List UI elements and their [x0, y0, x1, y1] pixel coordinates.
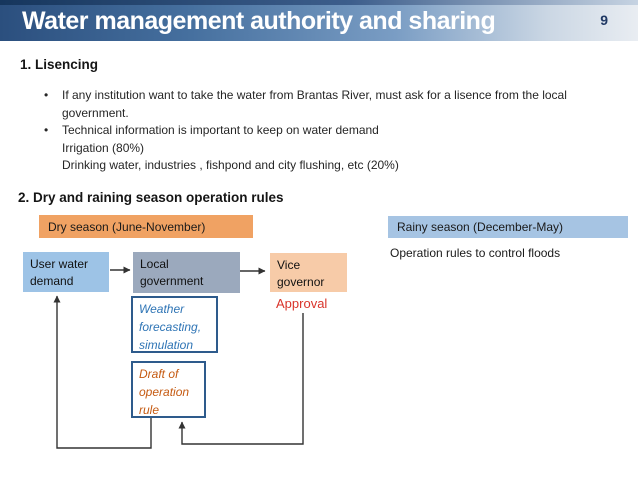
flow-box-user-water-demand: User water demand [23, 252, 109, 292]
bullet-icon: • [44, 88, 49, 102]
page-number: 9 [600, 12, 608, 28]
list-item: • If any institution want to take the wa… [44, 87, 596, 122]
slide-title: Water management authority and sharing [22, 7, 496, 35]
header-top-strip [0, 0, 638, 5]
flow-box-local-government: Local government [133, 252, 240, 293]
approval-label: Approval [276, 296, 328, 311]
flow-box-label: Vice governor [277, 258, 325, 289]
section1-bullet-list: • If any institution want to take the wa… [44, 87, 596, 175]
section2-heading: 2. Dry and raining season operation rule… [18, 190, 284, 205]
bullet-text: Technical information is important to ke… [62, 123, 379, 137]
flow-box-draft-operation-rule: Draft of operation rule [131, 361, 206, 418]
rainy-season-note: Operation rules to control floods [390, 246, 561, 260]
rainy-season-label: Rainy season (December-May) [388, 216, 628, 238]
sub-line: Irrigation (80%) [62, 140, 145, 155]
slide-header: Water management authority and sharing 9 [0, 0, 638, 41]
bullet-icon: • [44, 123, 49, 137]
list-item: • Technical information is important to … [44, 122, 596, 140]
section1-heading: 1. Lisencing [20, 57, 99, 72]
bullet-text: If any institution want to take the wate… [62, 88, 567, 120]
dry-season-label: Dry season (June-November) [39, 215, 253, 238]
flow-box-weather-forecasting: Weather forecasting, simulation [131, 296, 218, 353]
flow-box-vice-governor: Vice governor [270, 253, 347, 292]
flow-box-label: Local government [140, 257, 204, 288]
sub-line: Drinking water, industries , fishpond an… [62, 158, 399, 172]
